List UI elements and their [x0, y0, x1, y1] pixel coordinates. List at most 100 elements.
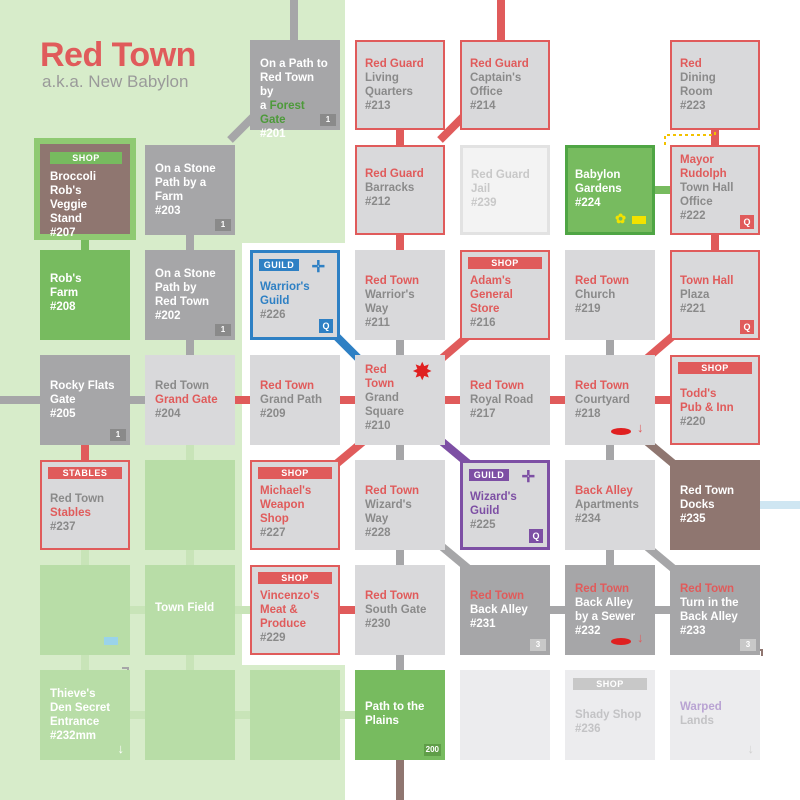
room-216[interactable]: SHOP Adam's General Store #216 [460, 250, 550, 340]
path-210-228 [396, 445, 404, 460]
room-222-number: #222 [680, 210, 706, 222]
room-207-line2: Rob's Veggie [50, 185, 88, 211]
empty-plot[interactable] [460, 670, 550, 760]
room-210-number: #210 [365, 420, 391, 432]
room-208[interactable]: Rob's Farm #208 [40, 250, 130, 340]
room-225[interactable]: GUILD ✛ Wizard's Guild #225 Q [460, 460, 550, 550]
forest-gate-link: Forest Gate [260, 100, 305, 126]
room-218[interactable]: Red Town Courtyard #218 ↓ [565, 355, 655, 445]
room-223[interactable]: Red Dining Room #223 [670, 40, 760, 130]
room-204-line2: Grand Gate [155, 394, 218, 406]
lego-brick-icon [104, 637, 118, 645]
room-234-line2: Apartments [575, 499, 639, 511]
room-237[interactable]: STABLES Red Town Stables #237 [40, 460, 130, 550]
quest-badge: Q [319, 319, 333, 333]
room-213[interactable]: Red Guard Living Quarters #213 [355, 40, 445, 130]
room-231-line1: Red Town [470, 590, 525, 602]
path-209-210 [340, 396, 355, 404]
field-plot-2[interactable] [40, 565, 130, 655]
room-232[interactable]: Red Town Back Alley by a Sewer #232 ↓ [565, 565, 655, 655]
room-219-line2: Church [575, 289, 616, 301]
warped-lands[interactable]: Warped Lands ↓ [670, 670, 760, 760]
room-211[interactable]: Red Town Warrior's Way #211 [355, 250, 445, 340]
room-217-line1: Red Town [470, 380, 525, 392]
room-203[interactable]: On a Stone Path by a Farm #203 1 [145, 145, 235, 235]
room-204[interactable]: Red Town Grand Gate #204 [145, 355, 235, 445]
room-213-line2: Living [365, 72, 399, 84]
room-235[interactable]: Red Town Docks #235 [670, 460, 760, 550]
room-224-line2: Gardens [575, 183, 622, 195]
room-201[interactable]: On a Path to Red Town by a Forest Gate #… [250, 40, 340, 140]
room-202[interactable]: On a Stone Path by Red Town #202 1 [145, 250, 235, 340]
plains-line1: Path to the [365, 701, 425, 713]
room-223-number: #223 [680, 100, 706, 112]
room-205[interactable]: Rocky Flats Gate #205 1 [40, 355, 130, 445]
room-233[interactable]: Red Town Turn in the Back Alley #233 3 [670, 565, 760, 655]
room-210-line3: Grand [365, 392, 399, 404]
room-239[interactable]: Red Guard Jail #239 [460, 145, 550, 235]
room-236-number: #236 [575, 723, 601, 735]
room-237-line2: Stables [50, 507, 91, 519]
room-230[interactable]: Red Town South Gate #230 [355, 565, 445, 655]
room-202-line3: Red Town [155, 296, 210, 308]
room-214[interactable]: Red Guard Captain's Office #214 [460, 40, 550, 130]
path-south-exit [396, 760, 404, 800]
room-233-line1: Red Town [680, 583, 735, 595]
path-204-209 [235, 396, 250, 404]
field-plot-1[interactable] [145, 460, 235, 550]
room-229[interactable]: SHOP Vincenzo's Meat & Produce #229 [250, 565, 340, 655]
room-226[interactable]: GUILD ✛ Warrior's Guild #226 Q [250, 250, 340, 340]
room-208-line1: Rob's [50, 273, 82, 285]
down-arrow-icon: ↓ [117, 741, 125, 756]
room-219[interactable]: Red Town Church #219 [565, 250, 655, 340]
room-227[interactable]: SHOP Michael's Weapon Shop #227 [250, 460, 340, 550]
path-218-220 [655, 396, 670, 404]
room-210[interactable]: Red Town Grand Square #210 ✸ [355, 355, 445, 445]
quest-badge: Q [740, 215, 754, 229]
room-221[interactable]: Town Hall Plaza #221 Q [670, 250, 760, 340]
room-222-line2: Rudolph [680, 168, 727, 180]
path-219-218 [606, 340, 614, 355]
path-207-208 [81, 235, 89, 250]
room-231[interactable]: Red Town Back Alley #231 3 [460, 565, 550, 655]
down-arrow-icon: ↓ [747, 741, 755, 756]
room-217[interactable]: Red Town Royal Road #217 [460, 355, 550, 445]
room-224[interactable]: Babylon Gardens #224 ✿ [565, 145, 655, 235]
room-229-line1: Vincenzo's [260, 590, 320, 602]
room-234[interactable]: Back Alley Apartments #234 [565, 460, 655, 550]
room-232mm-line3: Entrance [50, 716, 100, 728]
room-236[interactable]: SHOP Shady Shop #236 [565, 670, 655, 760]
room-220[interactable]: SHOP Todd's Pub & Inn #220 [670, 355, 760, 445]
room-223-line3: Room [680, 86, 713, 98]
path-218-234 [606, 445, 614, 460]
quest-badge: Q [529, 529, 543, 543]
room-229-line2: Meat & [260, 604, 298, 616]
room-202-level-badge: 1 [215, 324, 231, 336]
room-235-number: #235 [680, 513, 706, 525]
room-228[interactable]: Red Town Wizard's Way #228 [355, 460, 445, 550]
room-201-level-badge: 1 [320, 114, 336, 126]
room-230-line2: South Gate [365, 604, 427, 616]
room-218-line1: Red Town [575, 380, 630, 392]
room-232mm[interactable]: Thieve's Den Secret Entrance #232mm ↓ [40, 670, 130, 760]
path-to-plains[interactable]: Path to the Plains 200 [355, 670, 445, 760]
town-field[interactable]: Town Field [145, 565, 235, 655]
room-213-number: #213 [365, 100, 391, 112]
room-213-line1: Red Guard [365, 58, 424, 70]
field-plot-5[interactable] [250, 670, 340, 760]
stables-tag: STABLES [48, 467, 122, 479]
room-216-line1: Adam's [470, 275, 512, 287]
field-plot-4[interactable] [145, 670, 235, 760]
room-203-line3: Farm [155, 191, 184, 203]
room-222[interactable]: Mayor Rudolph Town Hall Office #222 Q [670, 145, 760, 235]
room-231-line2: Back Alley [470, 604, 528, 616]
room-209-line2: Grand Path [260, 394, 322, 406]
room-212[interactable]: Red Guard Barracks #212 [355, 145, 445, 235]
room-209[interactable]: Red Town Grand Path #209 [250, 355, 340, 445]
room-229-line3: Produce [260, 618, 307, 630]
path-field-field [130, 711, 145, 719]
room-233-line3: Back Alley [680, 611, 738, 623]
room-207[interactable]: SHOP Broccoli Rob's Veggie Stand #207 [34, 138, 136, 240]
compass-star-icon: ✛ [521, 469, 535, 486]
shop-tag: SHOP [258, 467, 332, 479]
